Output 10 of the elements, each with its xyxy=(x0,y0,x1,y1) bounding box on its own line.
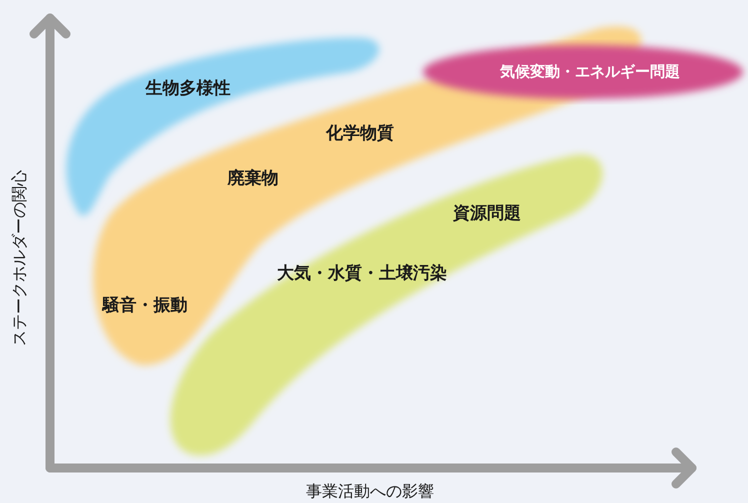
axis-label: 事業活動への影響 xyxy=(306,482,434,502)
topic-label: 生物多様性 xyxy=(146,78,230,100)
topic-label: 気候変動・エネルギー問題 xyxy=(500,62,680,82)
topic-label: 騒音・振動 xyxy=(102,294,188,316)
ellipse-area xyxy=(422,44,744,100)
topic-label: 化学物質 xyxy=(326,122,394,144)
topic-label: 資源問題 xyxy=(453,202,521,224)
axis-label: ステークホルダーの関心 xyxy=(10,170,30,346)
topic-label: 大気・水質・土壌汚染 xyxy=(277,262,447,284)
topic-label: 廃棄物 xyxy=(228,168,278,190)
